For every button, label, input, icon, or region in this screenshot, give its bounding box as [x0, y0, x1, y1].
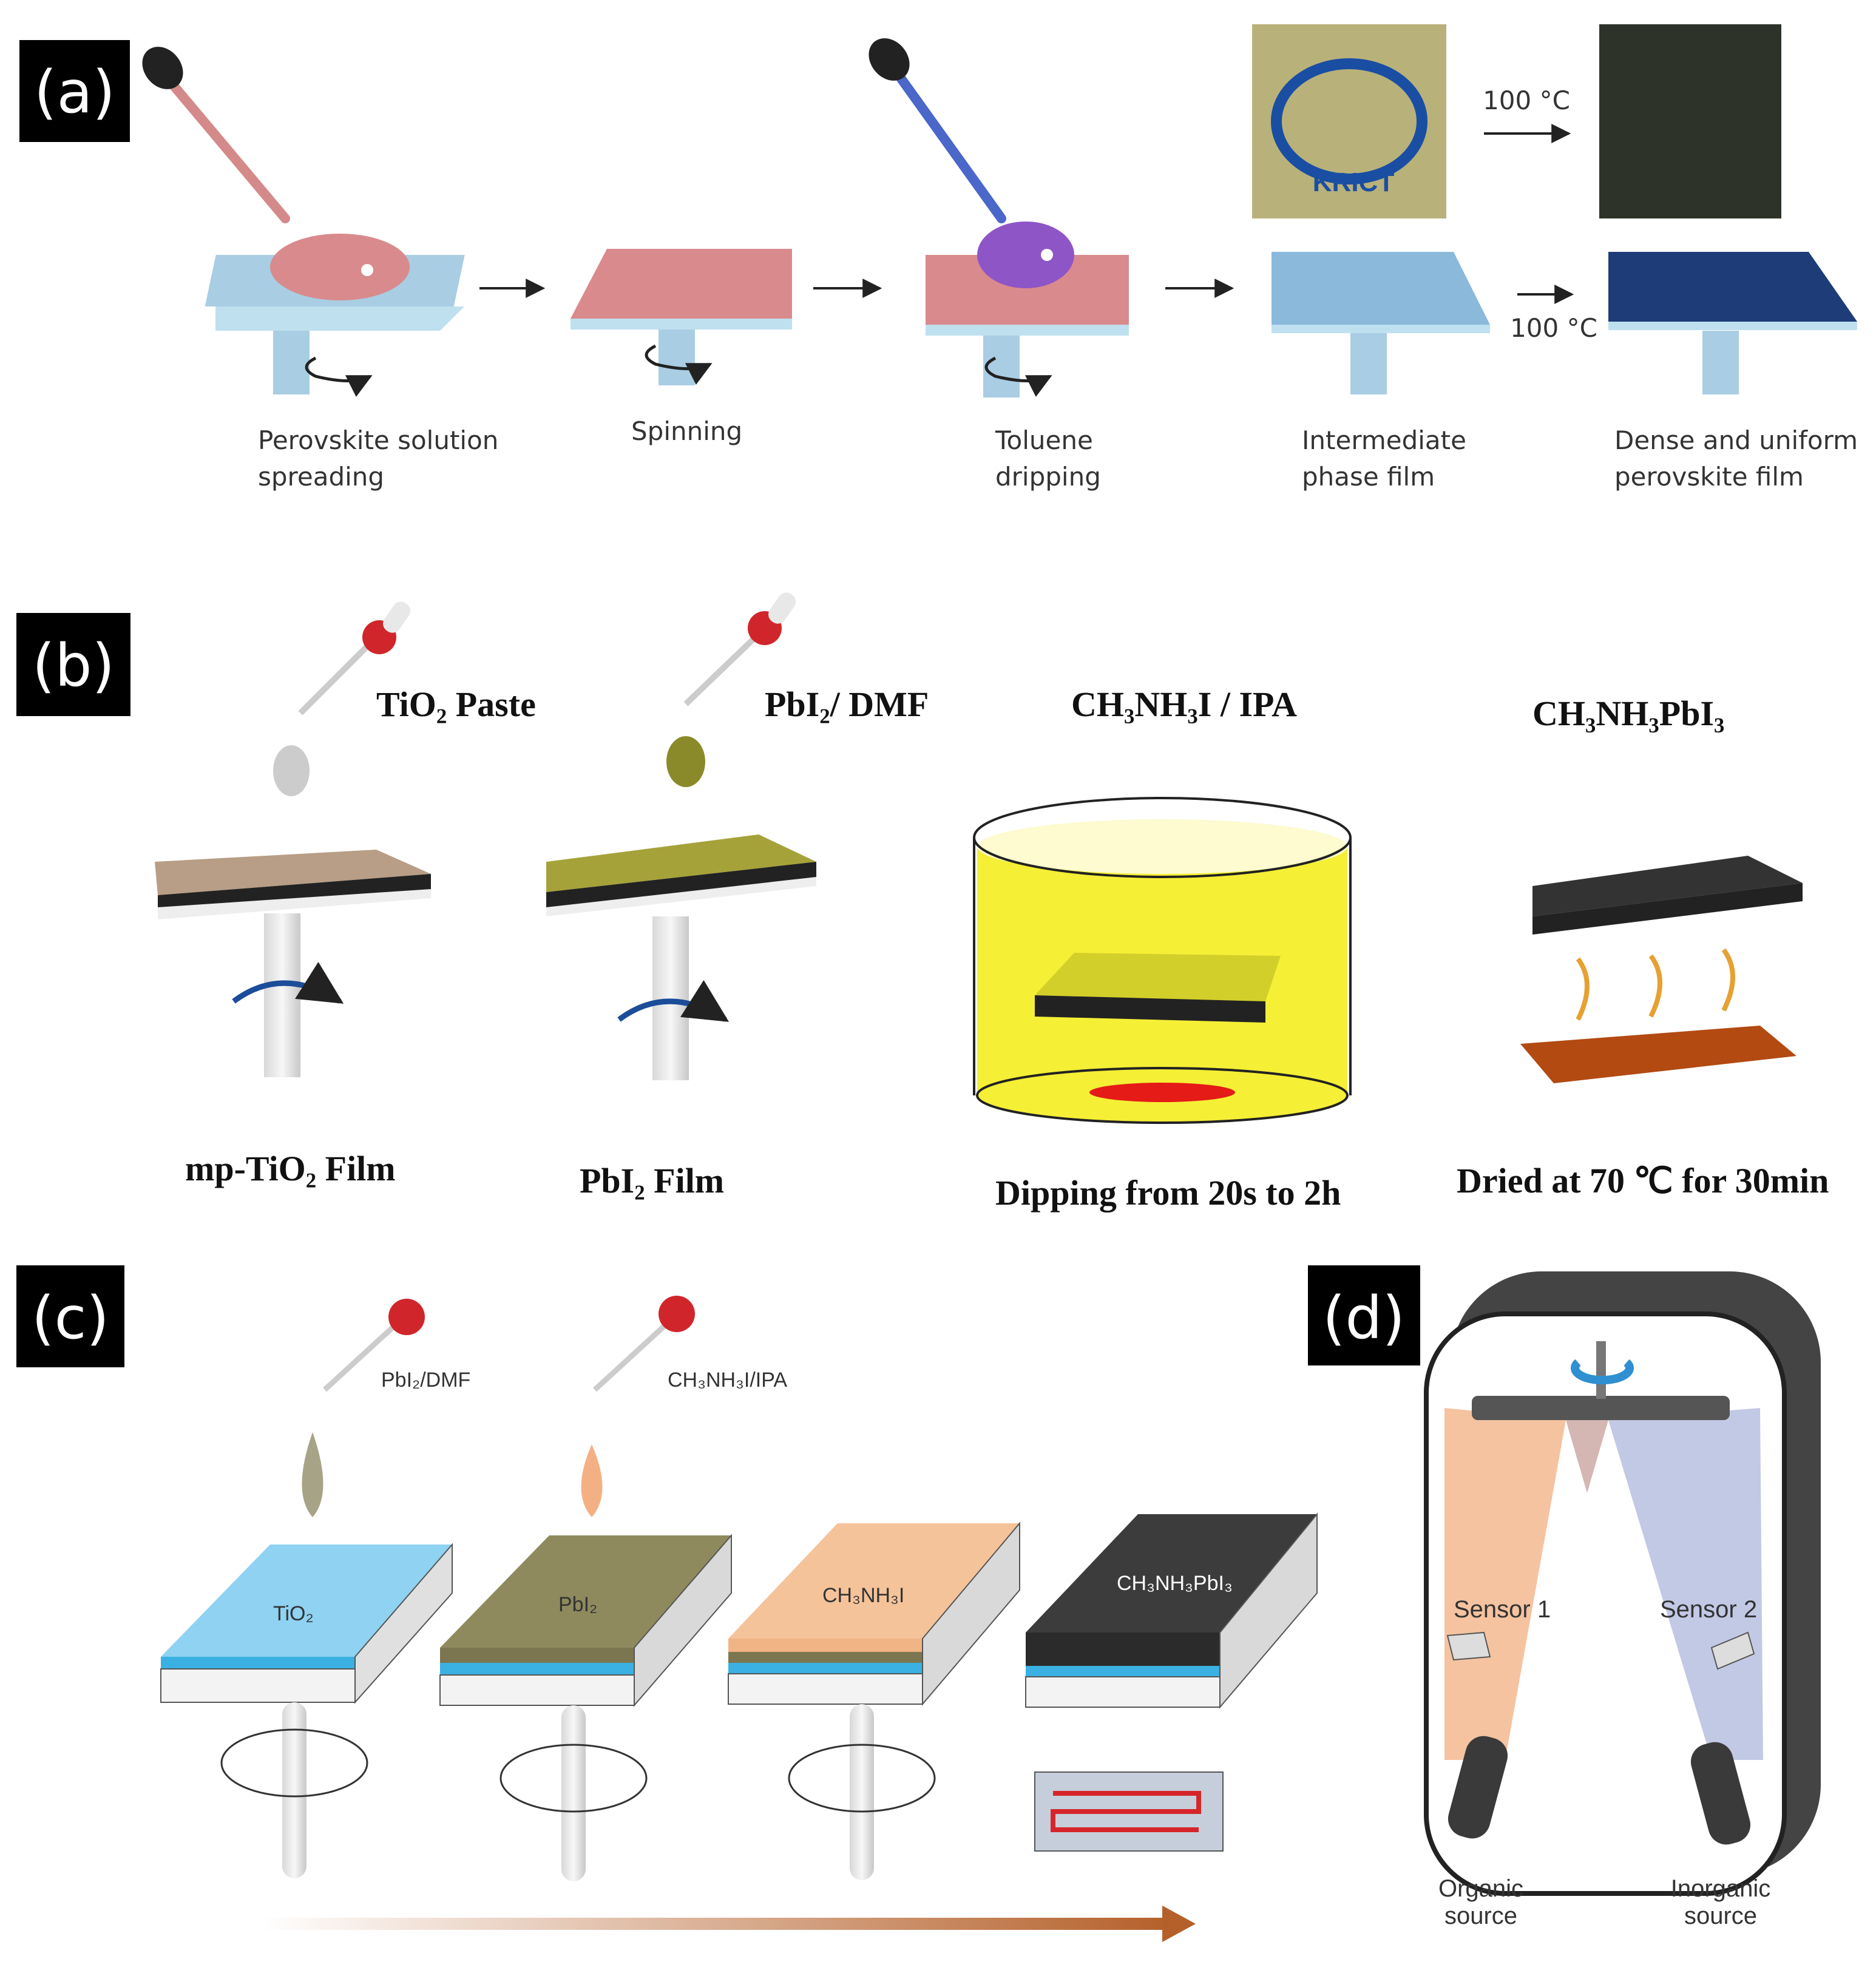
reagent-mapbi3: CH₃NH₃PbI₃: [1532, 694, 1724, 733]
beaker: [973, 797, 1352, 1124]
reagent-mai-ipa: CH₃NH₃I / IPA: [1071, 685, 1297, 724]
caption-toluene-2: dripping: [995, 462, 1101, 492]
droplet-pbi2: [666, 736, 705, 787]
panel-c: (c) PbI₂/DMF CH₃NH₃I/IPA TiO₂: [16, 1265, 1318, 1942]
caption-dried: Dried at 70 ℃ for 30min: [1457, 1161, 1829, 1200]
caption-pbi2-film: PbI₂ Film: [580, 1161, 724, 1200]
sensor-2-box: [1710, 1631, 1755, 1670]
droplet-mai: [581, 1444, 603, 1517]
stage-spreading: [205, 234, 465, 397]
sensor-2-label: Sensor 2: [1660, 1596, 1757, 1623]
caption-intermediate-1: Intermediate: [1302, 425, 1466, 455]
vacuum-chamber: [1424, 1271, 1821, 1896]
droplet-tio2: [273, 745, 310, 796]
stir-bar: [1089, 1083, 1235, 1102]
dropper-icon: [869, 38, 1006, 223]
organic-beam: [1444, 1408, 1566, 1760]
krict-logo: [1271, 58, 1427, 184]
organic-source-label-2: source: [1444, 1903, 1517, 1929]
inorganic-source: [1690, 1742, 1751, 1845]
substrate-pbi2: [439, 1534, 732, 1881]
reagent-pbi2-dmf: PbI₂/ DMF: [765, 685, 929, 724]
caption-dense-2: perovskite film: [1614, 462, 1804, 492]
panel-b-label: (b): [32, 632, 115, 700]
caption-spinning: Spinning: [631, 416, 742, 446]
panel-c-label-box: [16, 1265, 124, 1367]
film-mp-tio2: [155, 850, 431, 1077]
reagent-tio2-paste: TiO₂ Paste: [376, 685, 536, 724]
panel-d: (d) Sensor 1 Sensor 2 Organic source Ino…: [1308, 1265, 1821, 1929]
dropper-icon: [142, 47, 290, 223]
film-mapbi3: [1520, 856, 1803, 1083]
panel-d-label-box: [1308, 1265, 1420, 1365]
caption-dipping: Dipping from 20s to 2h: [995, 1173, 1341, 1213]
temp-label-mid: 100 °C: [1510, 313, 1597, 343]
caption-dense-1: Dense and uniform: [1614, 425, 1858, 455]
stage-spinning: [571, 249, 792, 385]
organic-source: [1448, 1736, 1508, 1839]
photo-perovskite: [1599, 24, 1781, 218]
dropper-label-pbi2: PbI₂/DMF: [381, 1369, 470, 1392]
substrate-mapbi3: [1025, 1512, 1318, 1852]
substrate-holder: [1472, 1396, 1730, 1420]
stage-dense-film: [1608, 252, 1857, 394]
stage-intermediate: [1272, 252, 1490, 394]
sensor-1-label: Sensor 1: [1454, 1596, 1551, 1623]
panel-a-captions: Perovskite solution spreading Spinning T…: [258, 416, 1858, 492]
rotation-icon: [1571, 1359, 1634, 1385]
dropper-icon: [683, 592, 796, 706]
stage-toluene: [926, 222, 1129, 398]
photo-intermediate: [1252, 24, 1446, 218]
caption-spreading-1: Perovskite solution: [258, 425, 498, 455]
panel-d-label: (d): [1322, 1284, 1405, 1352]
panel-a-label-box: [19, 40, 130, 142]
panel-a: (a): [19, 24, 1858, 492]
organic-source-label-1: Organic: [1438, 1875, 1523, 1902]
inorganic-beam: [1608, 1408, 1763, 1760]
temp-label-top: 100 °C: [1483, 86, 1570, 115]
panel-a-label: (a): [34, 58, 115, 126]
dropper-icon: [592, 1296, 695, 1392]
caption-intermediate-2: phase film: [1302, 462, 1435, 492]
dropper-label-mai: CH₃NH₃I/IPA: [668, 1369, 787, 1392]
substrate-mai: [728, 1521, 1020, 1880]
caption-toluene-1: Toluene: [995, 425, 1093, 455]
process-arrow-head: [1162, 1906, 1196, 1942]
panel-b: (b) TiO₂ Paste PbI₂/ DMF CH₃NH₃I / IPA C…: [16, 592, 1829, 1213]
layer-label-pbi2: PbI₂: [558, 1593, 597, 1616]
process-arrow: [261, 1918, 1171, 1930]
dropper-icon: [322, 1299, 425, 1392]
dropper-icon: [298, 601, 411, 716]
krict-logo-text: KRICT: [1313, 167, 1395, 197]
inorganic-source-label-2: source: [1684, 1903, 1757, 1929]
droplet-pbi2: [302, 1432, 323, 1517]
film-pbi2: [546, 834, 816, 1080]
caption-mp-tio2-film: mp-TiO₂ Film: [185, 1149, 396, 1188]
panel-b-label-box: [16, 613, 130, 716]
layer-label-mapbi3: CH₃NH₃PbI₃: [1117, 1572, 1233, 1595]
sensor-1-box: [1446, 1631, 1491, 1661]
caption-spreading-2: spreading: [258, 462, 384, 492]
inorganic-source-label-1: Inorganic: [1671, 1875, 1771, 1902]
layer-label-tio2: TiO₂: [273, 1602, 314, 1625]
panel-c-label: (c): [32, 1284, 109, 1352]
substrate-tio2: [160, 1543, 453, 1878]
layer-label-mai: CH₃NH₃I: [822, 1584, 904, 1607]
